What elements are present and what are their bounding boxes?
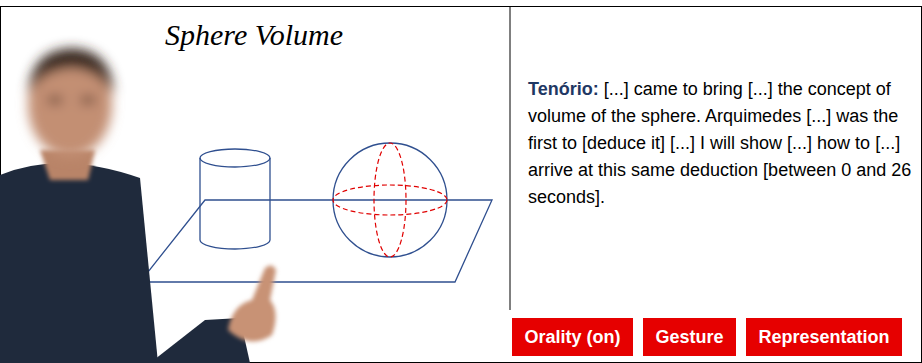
category-box: Representation	[746, 318, 902, 356]
plane	[140, 200, 492, 282]
category-box: Orality (on)	[512, 318, 633, 356]
speaker-name: Tenório:	[528, 79, 599, 99]
category-box: Gesture	[643, 318, 736, 356]
sphere	[333, 143, 447, 257]
quote: Tenório: [...] came to bring [...] the c…	[528, 76, 912, 211]
category-label: Gesture	[655, 327, 723, 348]
category-label: Representation	[758, 327, 889, 348]
heading: Sphere Volume	[165, 18, 343, 52]
presenter	[0, 48, 276, 363]
frame	[1, 7, 922, 363]
divider	[510, 6, 511, 310]
cylinder	[200, 149, 270, 249]
category-label: Orality (on)	[524, 327, 620, 348]
